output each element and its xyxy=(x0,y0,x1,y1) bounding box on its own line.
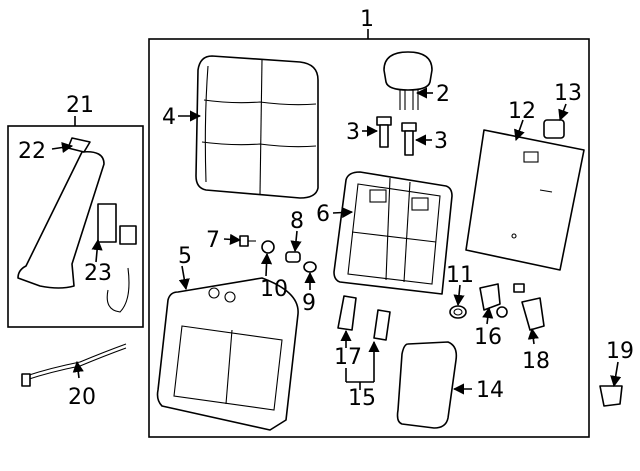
callout-5: 5 xyxy=(178,244,192,269)
callout-20: 20 xyxy=(68,385,96,410)
callout-17: 17 xyxy=(334,345,362,370)
main-assembly-box xyxy=(148,38,590,438)
part-14-pad xyxy=(396,341,458,429)
callout-11: 11 xyxy=(446,263,474,288)
callout-7: 7 xyxy=(206,228,220,253)
part-4-back-cushion xyxy=(195,55,319,199)
part-3-headrest-guides xyxy=(376,116,417,156)
part-23-harness xyxy=(97,203,137,313)
part-15-bracket xyxy=(373,309,391,341)
part-20-cable xyxy=(21,343,127,387)
part-19-anchor xyxy=(599,385,623,407)
part-8-bushing xyxy=(285,251,301,263)
callout-3b: 3 xyxy=(434,129,448,154)
part-16-latch xyxy=(479,283,501,311)
part-12-back-panel xyxy=(465,129,585,271)
callout-19: 19 xyxy=(606,339,634,364)
callout-15: 15 xyxy=(348,386,376,411)
callout-12: 12 xyxy=(508,99,536,124)
callout-9: 9 xyxy=(302,291,316,316)
part-22-cap xyxy=(67,137,91,153)
part-16-nut xyxy=(496,306,508,318)
callout-14: 14 xyxy=(476,378,504,403)
part-11-grommet xyxy=(449,305,467,319)
callout-6: 6 xyxy=(316,202,330,227)
callout-2: 2 xyxy=(436,82,450,107)
callout-3a: 3 xyxy=(346,120,360,145)
part-13-clip xyxy=(543,119,565,139)
part-21-side-trim xyxy=(17,150,105,289)
callout-21: 21 xyxy=(66,93,94,118)
callout-23: 23 xyxy=(84,261,112,286)
part-17-bracket xyxy=(337,295,357,331)
callout-22: 22 xyxy=(18,139,46,164)
part-18-hinge xyxy=(521,297,545,331)
callout-13: 13 xyxy=(554,81,582,106)
callout-labels: 1 2 3 3 4 5 6 7 8 9 10 11 12 13 14 15 16… xyxy=(18,7,634,411)
callout-10: 10 xyxy=(260,277,288,302)
part-9-washer xyxy=(303,261,317,273)
part-5-back-shell xyxy=(156,277,299,431)
callout-18: 18 xyxy=(522,349,550,374)
callout-8: 8 xyxy=(290,209,304,234)
callout-16: 16 xyxy=(474,325,502,350)
callout-4: 4 xyxy=(162,105,176,130)
part-7-bolt xyxy=(239,235,256,247)
part-2-headrest xyxy=(383,51,433,110)
leader-lines xyxy=(51,87,622,395)
part-6-back-frame xyxy=(333,171,453,295)
part-16-fastener xyxy=(513,283,525,293)
callout-1: 1 xyxy=(360,7,374,32)
part-10-nut xyxy=(261,240,275,254)
